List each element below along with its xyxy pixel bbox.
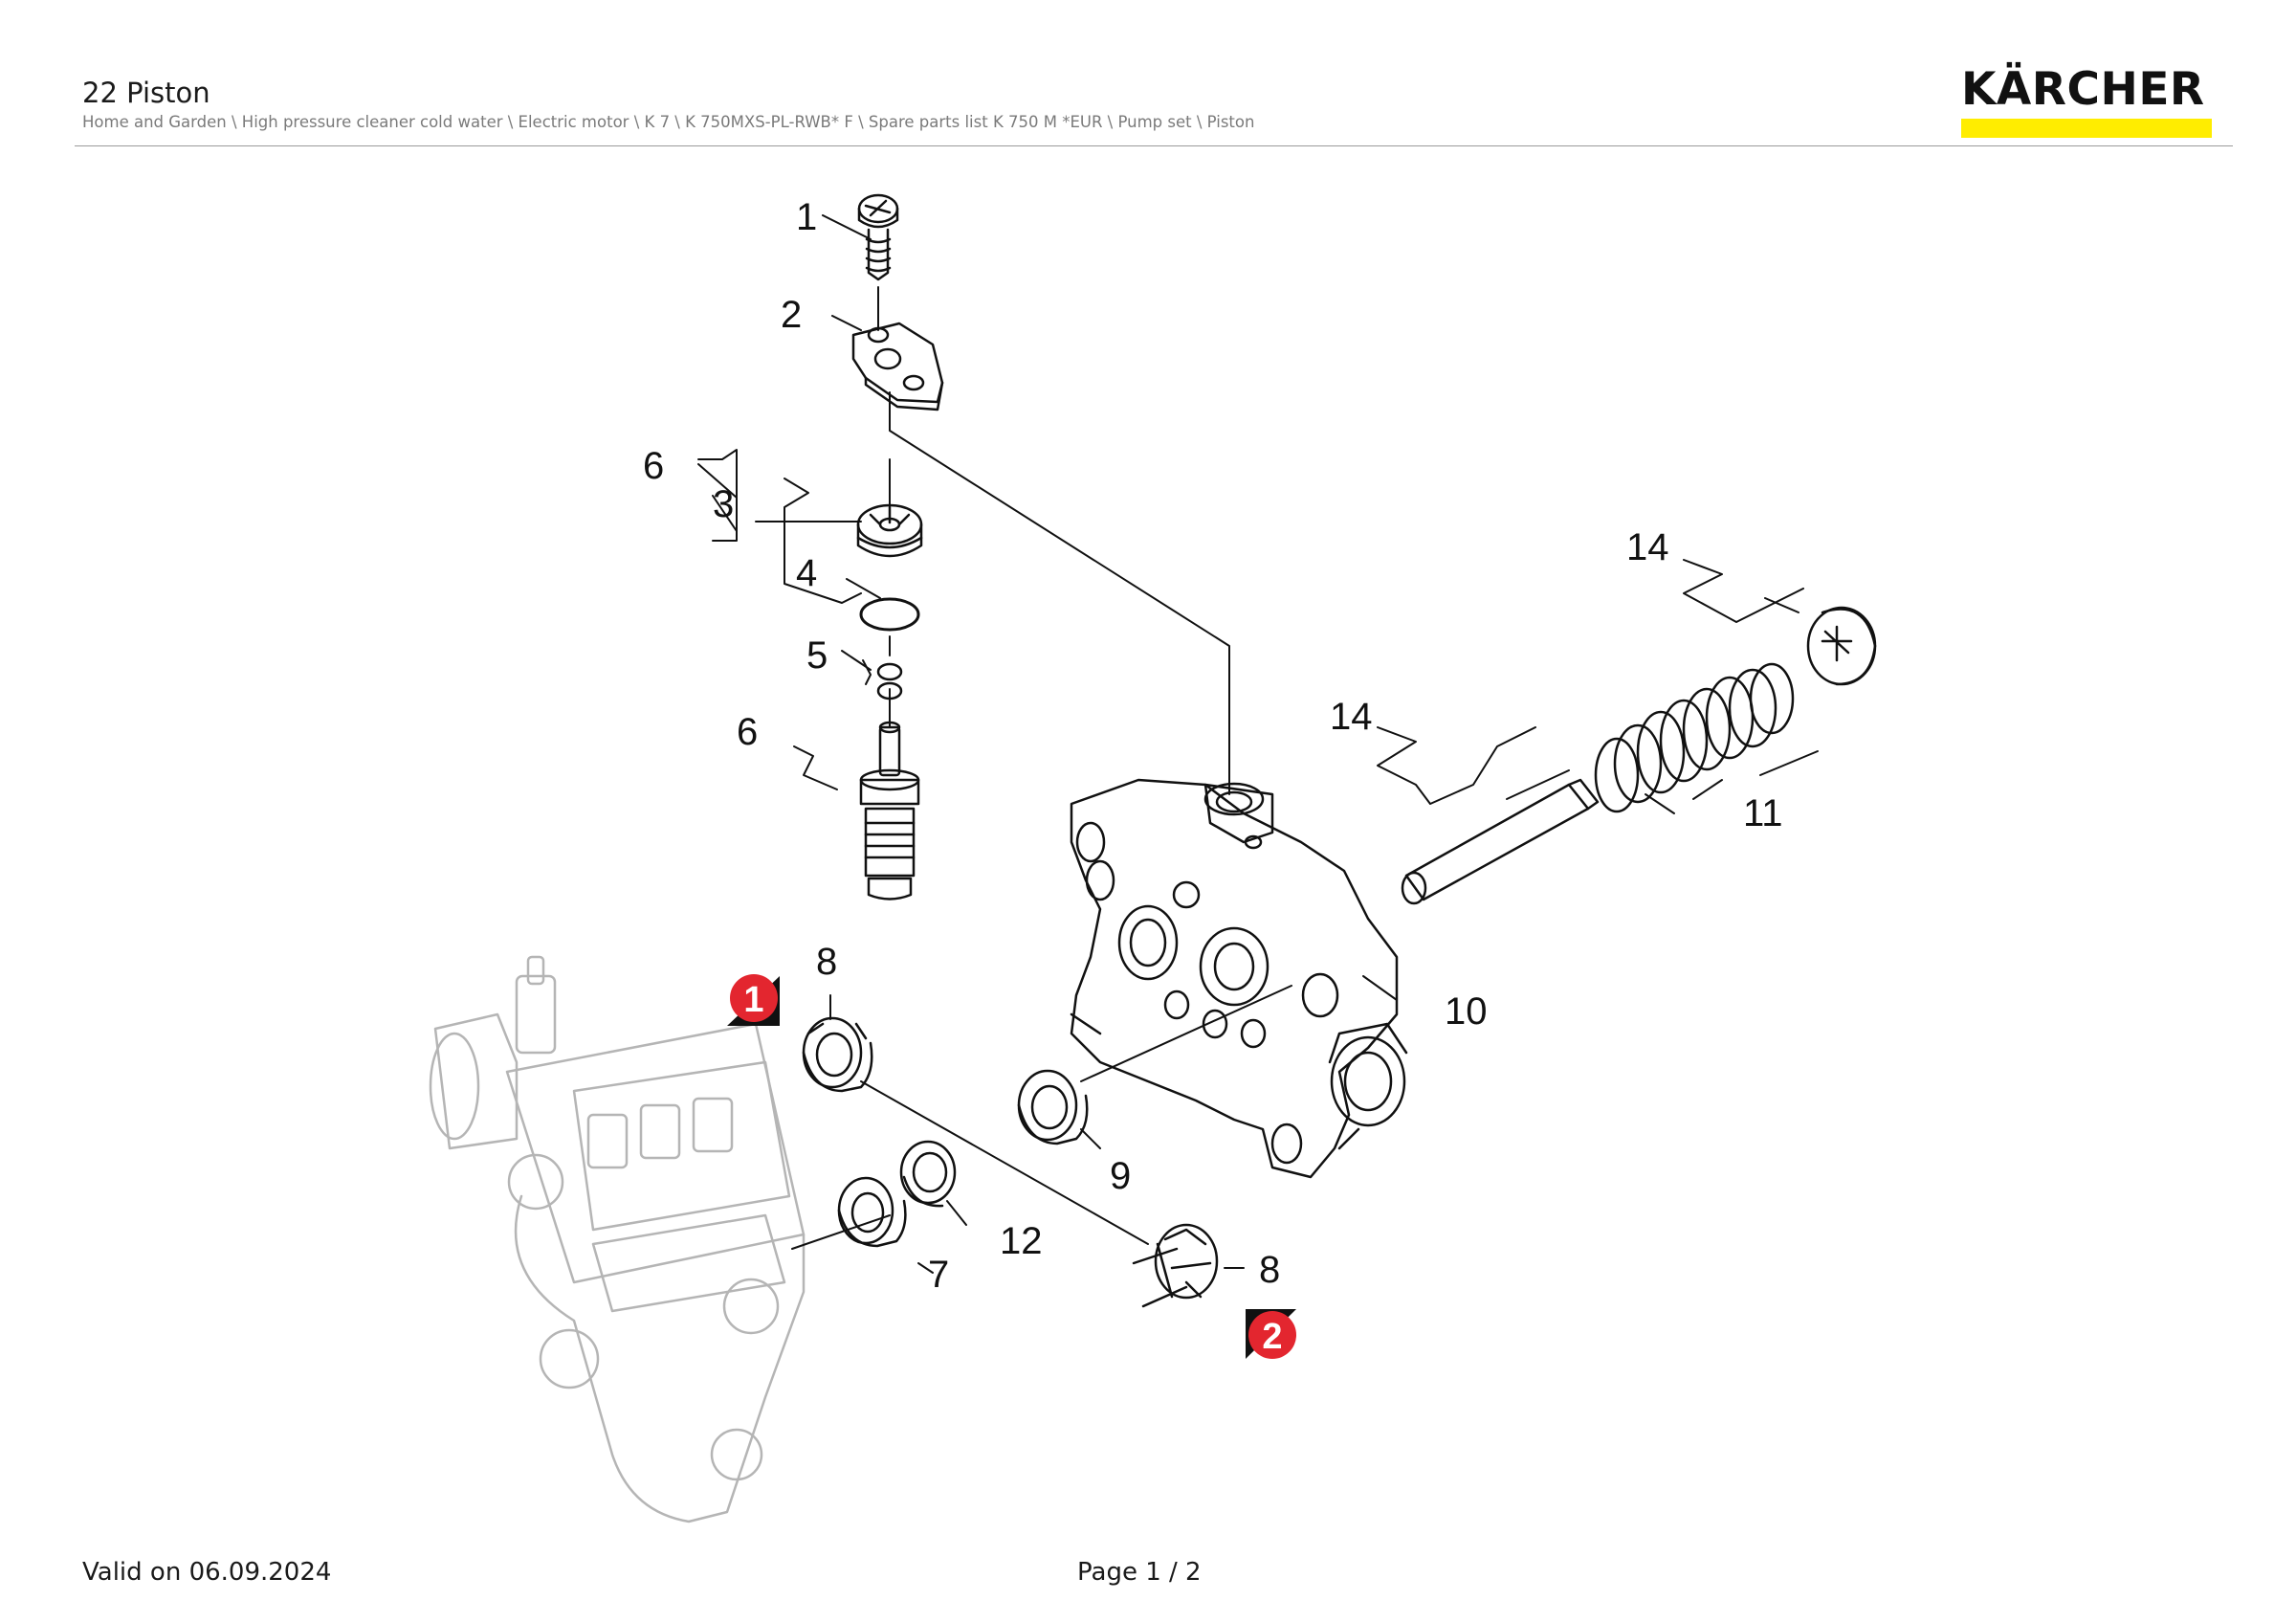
callout-7: 7 (928, 1254, 949, 1296)
callout-5: 5 (806, 634, 828, 677)
part-3-valve-cap (856, 503, 923, 558)
callout-4: 4 (796, 552, 817, 594)
callout-14-right: 14 (1626, 526, 1669, 568)
header-divider (75, 145, 2233, 146)
callout-8-top: 8 (816, 941, 837, 983)
leader-lines (697, 214, 1819, 1274)
logo-text: KÄRCHER (1961, 63, 2205, 116)
callout-1: 1 (796, 196, 817, 238)
part-14-piston-rod (1401, 778, 1600, 905)
part-2-plate (851, 322, 944, 411)
callout-8-bottom: 8 (1259, 1249, 1280, 1291)
page-title: 22 Piston (82, 77, 210, 109)
part-9-seal (1017, 1069, 1089, 1145)
callout-11: 11 (1743, 792, 1783, 834)
callout-2: 2 (781, 294, 802, 336)
marker-2: 2 (1246, 1309, 1296, 1359)
callout-14-left: 14 (1330, 696, 1373, 738)
part-8-seal (802, 1016, 873, 1093)
part-4-o-ring (859, 597, 920, 632)
callout-9: 9 (1110, 1155, 1131, 1197)
callout-6-top: 6 (643, 445, 664, 487)
svg-text:1: 1 (743, 980, 763, 1020)
svg-text:2: 2 (1262, 1317, 1282, 1357)
part-12-washer (899, 1140, 957, 1208)
breadcrumb: Home and Garden \ High pressure cleaner … (82, 113, 1255, 131)
karcher-logo: KÄRCHER (1961, 63, 2214, 138)
part-6-valve (859, 721, 920, 900)
valid-date: Valid on 06.09.2024 (82, 1558, 332, 1587)
part-10-pump-head (1070, 778, 1408, 1179)
pump-housing-background (429, 955, 806, 1523)
callout-6-bottom: 6 (737, 711, 758, 753)
part-7-seal (837, 1176, 907, 1248)
part-1-screw (857, 193, 899, 281)
callout-12: 12 (1000, 1220, 1043, 1262)
page-number: Page 1 / 2 (1077, 1558, 1202, 1587)
part-14-retainer (1806, 606, 1877, 686)
marker-1: 1 (727, 974, 780, 1026)
callout-10: 10 (1445, 990, 1488, 1033)
part-5-rings (876, 662, 903, 700)
logo-yellow-bar (1961, 119, 2212, 138)
callout-3: 3 (713, 483, 734, 525)
part-8-seal-with-pins (1132, 1223, 1219, 1308)
part-11-spring (1594, 662, 1795, 813)
